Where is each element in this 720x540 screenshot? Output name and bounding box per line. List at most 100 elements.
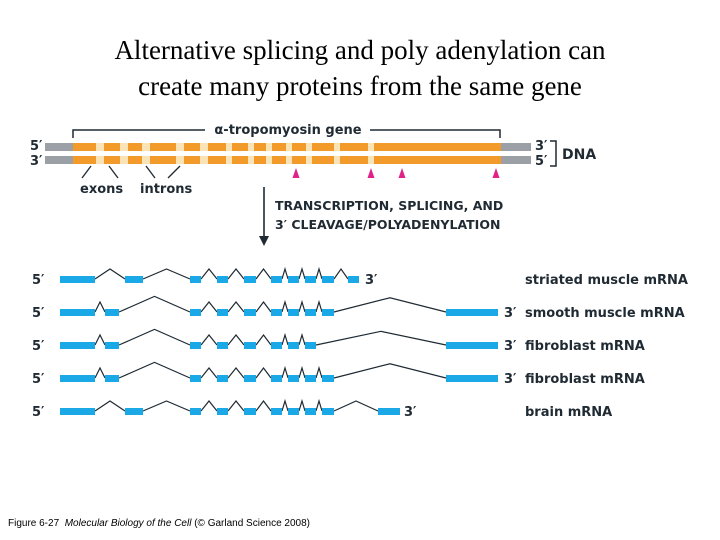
- splice-junction: [255, 367, 272, 379]
- splice-junction: [255, 301, 272, 313]
- mrna-3prime-label: 3′: [504, 306, 517, 321]
- mrna-exon: [322, 276, 334, 283]
- splice-junction: [118, 361, 191, 379]
- dna-bottom-strand: [45, 156, 531, 164]
- mrna-exon: [60, 408, 95, 415]
- splice-junction: [200, 367, 218, 379]
- mrna-exon: [190, 375, 201, 382]
- mrna-exon: [217, 342, 228, 349]
- caption-book: Molecular Biology of the Cell: [64, 518, 192, 529]
- splice-junction: [333, 363, 447, 379]
- splice-junction: [333, 267, 349, 280]
- mrna-3prime-label: 3′: [504, 372, 517, 387]
- dna-double-strand: [45, 143, 531, 164]
- intron-segment: [142, 143, 150, 151]
- process-label-line-2: 3′ CLEAVAGE/POLYADENYLATION: [275, 217, 500, 232]
- mrna-exon: [446, 342, 498, 349]
- mrna-exon: [125, 276, 143, 283]
- splice-junction: [255, 334, 272, 346]
- mrna-exon: [288, 342, 299, 349]
- splice-junction: [281, 299, 289, 313]
- mrna-5prime-label: 5′: [32, 339, 45, 354]
- caption-figure: Figure 6-27: [8, 518, 60, 529]
- intron-segment: [334, 156, 340, 164]
- polya-site-marker: [367, 168, 375, 178]
- mrna-label: smooth muscle mRNA: [525, 306, 685, 321]
- splice-junction: [142, 268, 191, 280]
- polya-site-marker: [398, 168, 406, 178]
- mrna-exon: [190, 276, 201, 283]
- intron-segment: [306, 143, 312, 151]
- intron-segment: [120, 156, 128, 164]
- dna-top-strand: [45, 143, 531, 151]
- mrna-exon: [125, 408, 143, 415]
- splice-junction: [200, 268, 218, 280]
- intron-segment: [248, 156, 254, 164]
- splice-junction: [315, 266, 323, 280]
- splice-junction: [298, 299, 306, 313]
- mrna-exon: [60, 276, 95, 283]
- splice-junction: [281, 266, 289, 280]
- dna-bottom-5prime: 5′: [535, 154, 548, 169]
- mrna-exon: [378, 408, 400, 415]
- mrna-5prime-label: 5′: [32, 405, 45, 420]
- mrna-exon: [217, 375, 228, 382]
- intron-segment: [286, 156, 292, 164]
- mrna-label: striated muscle mRNA: [525, 273, 688, 288]
- mrna-exon: [322, 309, 334, 316]
- splice-junction: [298, 398, 306, 412]
- mrna-exon: [305, 375, 316, 382]
- intron-segment: [176, 143, 184, 151]
- intron-segment: [120, 143, 128, 151]
- splice-junction: [315, 330, 447, 346]
- dna-bracket: [550, 140, 557, 167]
- splice-junction: [333, 297, 447, 313]
- intron-segment: [142, 156, 150, 164]
- polyadenylation-sites: [292, 168, 500, 178]
- mrna-exon: [446, 375, 498, 382]
- splice-junction: [94, 366, 106, 379]
- mrna-exon: [288, 408, 299, 415]
- mrna-exon: [305, 408, 316, 415]
- mrna-isoforms: 5′ 3′ striated muscle mRNA 5′ 3′ smooth muscl…: [32, 266, 688, 420]
- splice-junction: [227, 334, 245, 346]
- splice-junction: [94, 400, 126, 412]
- gene-label: α-tropomyosin gene: [214, 123, 361, 138]
- polya-site-marker: [292, 168, 300, 178]
- mrna-exon: [288, 375, 299, 382]
- splice-junction: [315, 398, 323, 412]
- splice-junction: [298, 365, 306, 379]
- splice-junction: [227, 268, 245, 280]
- mrna-label: fibroblast mRNA: [525, 372, 645, 387]
- introns-label: introns: [140, 182, 193, 197]
- splice-junction: [227, 301, 245, 313]
- mrna-exon: [244, 408, 256, 415]
- mrna-exon: [190, 309, 201, 316]
- mrna-exon: [244, 309, 256, 316]
- mrna-exon: [244, 276, 256, 283]
- intron-segment: [200, 156, 208, 164]
- mrna-exon: [288, 276, 299, 283]
- intron-segment: [200, 143, 208, 151]
- mrna-exon: [190, 408, 201, 415]
- mrna-5prime-label: 5′: [32, 372, 45, 387]
- mrna-exon: [60, 342, 95, 349]
- mrna-5prime-label: 5′: [32, 273, 45, 288]
- gene-bracket: [72, 129, 501, 138]
- mrna-row: 5′3′fibroblast mRNA: [32, 328, 645, 354]
- splice-junction: [94, 268, 126, 280]
- intron-segment: [226, 143, 232, 151]
- splice-junction: [298, 332, 306, 346]
- splice-junction: [298, 266, 306, 280]
- pointer-lines: [81, 165, 181, 179]
- splice-junction: [200, 334, 218, 346]
- splice-junction: [200, 400, 218, 412]
- intron-segment: [96, 156, 104, 164]
- intron-segment: [226, 156, 232, 164]
- splice-junction: [200, 301, 218, 313]
- flank-left: [45, 156, 73, 164]
- mrna-3prime-label: 3′: [365, 273, 378, 288]
- mrna-exon: [322, 375, 334, 382]
- intron-segment: [306, 156, 312, 164]
- mrna-exon: [217, 276, 228, 283]
